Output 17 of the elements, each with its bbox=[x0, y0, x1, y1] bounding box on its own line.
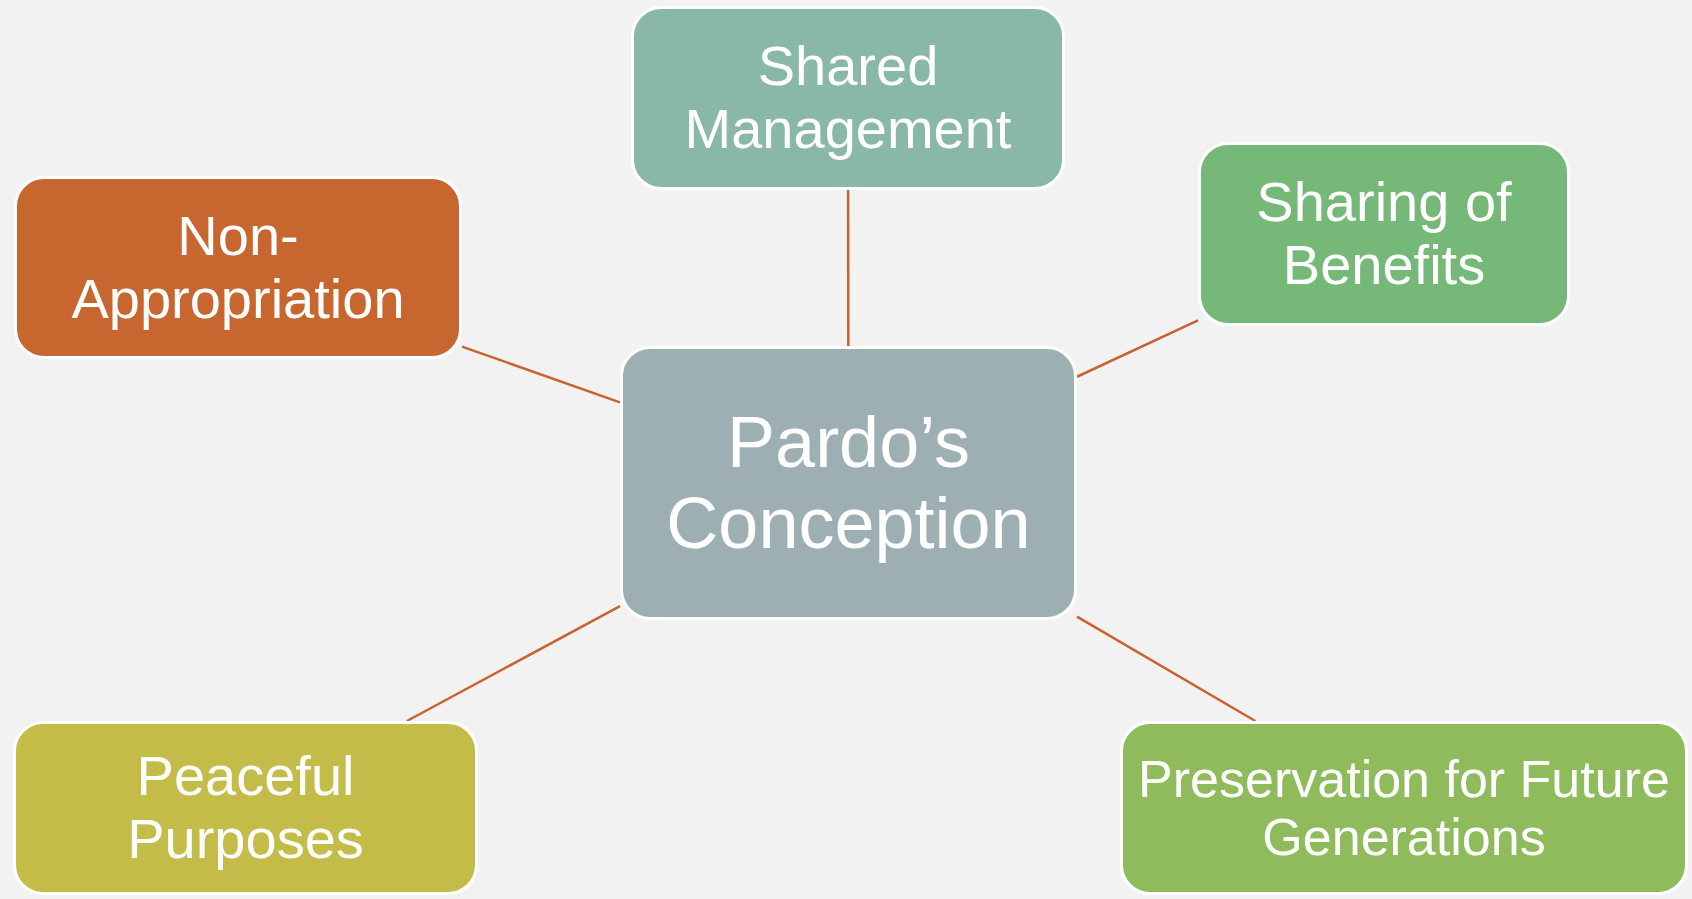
box-label: Shared Management bbox=[683, 35, 1013, 161]
box-label: Sharing of Benefits bbox=[1255, 171, 1513, 297]
connector-line bbox=[406, 605, 621, 723]
box-label: Non-Appropriation bbox=[70, 204, 406, 331]
concept-box bbox=[14, 176, 462, 359]
box-label: Peaceful Purposes bbox=[126, 745, 365, 871]
concept-box bbox=[1198, 142, 1570, 326]
box-label: Pardo’s Conception bbox=[665, 402, 1032, 564]
box-label: Preservation for Future Generations bbox=[1137, 749, 1671, 867]
connector-line bbox=[1076, 319, 1199, 378]
concept-box bbox=[620, 346, 1077, 620]
concept-box bbox=[631, 6, 1065, 190]
concept-box bbox=[1120, 721, 1688, 895]
connector-line bbox=[1076, 615, 1256, 723]
connector-line bbox=[846, 190, 850, 346]
concept-box bbox=[13, 721, 478, 895]
connector-line bbox=[461, 345, 621, 404]
